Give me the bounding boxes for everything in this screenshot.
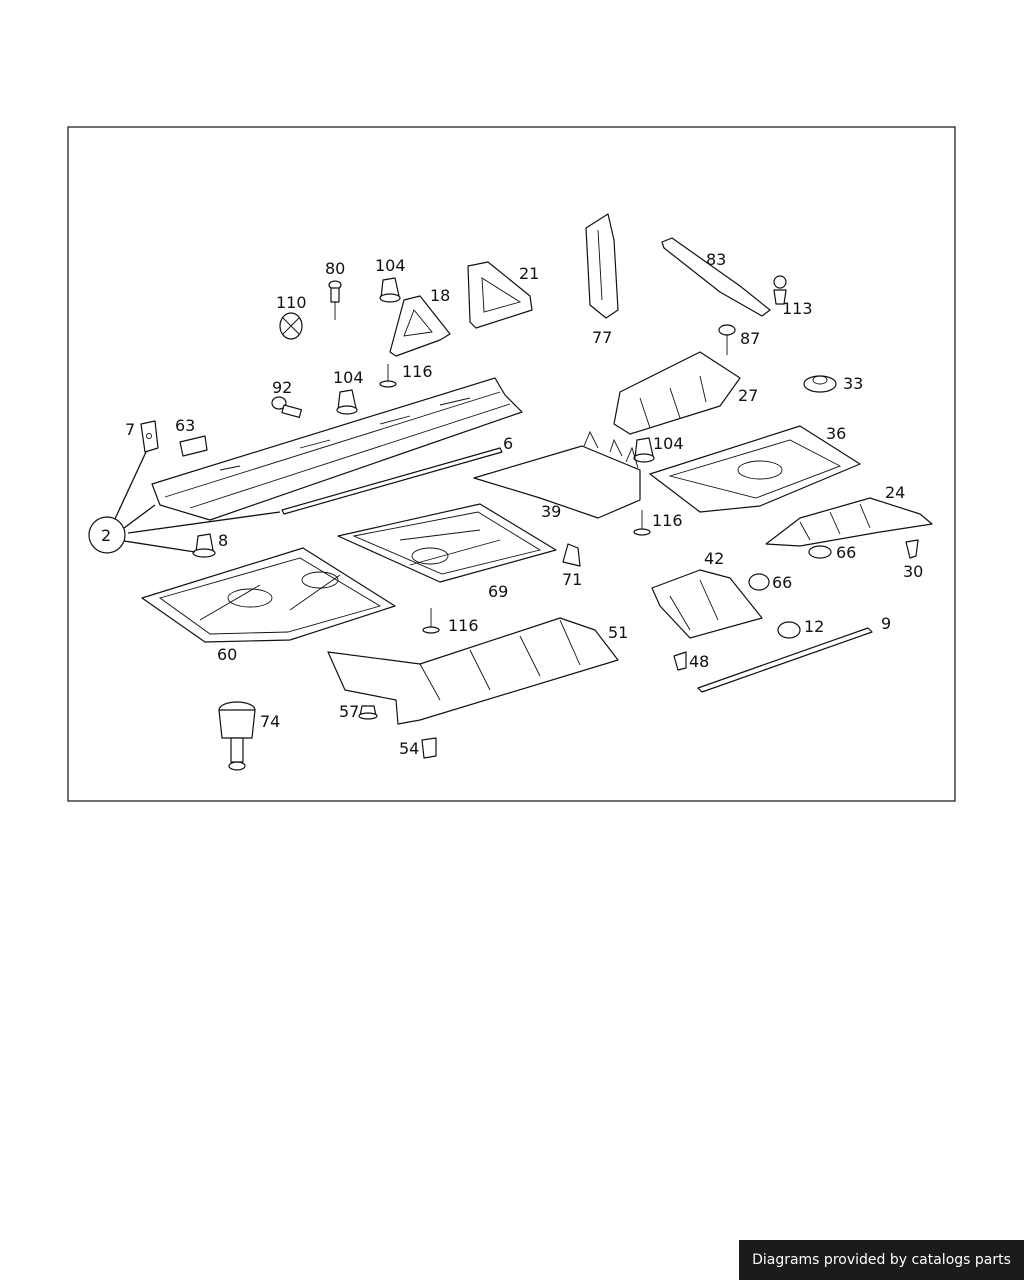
- part-77[interactable]: [585, 213, 619, 319]
- part-42[interactable]: [651, 569, 763, 639]
- part-116-a[interactable]: [379, 364, 397, 388]
- label-48[interactable]: 48: [689, 652, 709, 671]
- label-74[interactable]: 74: [260, 712, 280, 731]
- label-39[interactable]: 39: [541, 502, 561, 521]
- label-18[interactable]: 18: [430, 286, 450, 305]
- part-6[interactable]: [281, 447, 503, 515]
- label-66a[interactable]: 66: [836, 543, 856, 562]
- label-24[interactable]: 24: [885, 483, 905, 502]
- part-92[interactable]: [271, 396, 302, 418]
- label-54[interactable]: 54: [399, 739, 419, 758]
- part-83[interactable]: [661, 237, 771, 317]
- part-110[interactable]: [279, 312, 303, 340]
- label-42[interactable]: 42: [704, 549, 724, 568]
- part-87[interactable]: [718, 324, 736, 355]
- label-116a[interactable]: 116: [402, 362, 433, 381]
- part-104-b[interactable]: [336, 389, 358, 415]
- part-69[interactable]: [337, 503, 557, 583]
- part-12[interactable]: [777, 621, 801, 639]
- part-80[interactable]: [328, 280, 342, 320]
- callout-2-circle[interactable]: [88, 516, 126, 554]
- part-116-b[interactable]: [633, 510, 651, 536]
- label-80[interactable]: 80: [325, 259, 345, 278]
- part-30[interactable]: [905, 539, 919, 559]
- label-30[interactable]: 30: [903, 562, 923, 581]
- label-33[interactable]: 33: [843, 374, 863, 393]
- label-51[interactable]: 51: [608, 623, 628, 642]
- label-60[interactable]: 60: [217, 645, 237, 664]
- part-116-c[interactable]: [422, 608, 440, 634]
- credit-banner: Diagrams provided by catalogs parts: [739, 1240, 1024, 1280]
- label-92[interactable]: 92: [272, 378, 292, 397]
- label-63[interactable]: 63: [175, 416, 195, 435]
- label-7[interactable]: 7: [125, 420, 135, 439]
- callout-2-leaders: [113, 451, 281, 553]
- part-57[interactable]: [358, 705, 378, 720]
- part-24[interactable]: [765, 497, 933, 547]
- label-9[interactable]: 9: [881, 614, 891, 633]
- part-113[interactable]: [773, 275, 787, 305]
- part-48[interactable]: [673, 651, 687, 671]
- label-8[interactable]: 8: [218, 531, 228, 550]
- label-104c[interactable]: 104: [653, 434, 684, 453]
- label-21[interactable]: 21: [519, 264, 539, 283]
- label-104b[interactable]: 104: [333, 368, 364, 387]
- label-104a[interactable]: 104: [375, 256, 406, 275]
- part-71[interactable]: [562, 543, 581, 567]
- part-21[interactable]: [467, 261, 533, 329]
- part-74[interactable]: [218, 701, 256, 771]
- part-63[interactable]: [179, 435, 208, 457]
- label-69[interactable]: 69: [488, 582, 508, 601]
- part-27[interactable]: [613, 351, 741, 435]
- part-60[interactable]: [141, 547, 396, 643]
- label-116b[interactable]: 116: [652, 511, 683, 530]
- label-110[interactable]: 110: [276, 293, 307, 312]
- part-36[interactable]: [649, 425, 861, 513]
- label-12[interactable]: 12: [804, 617, 824, 636]
- part-18[interactable]: [389, 295, 451, 357]
- part-9[interactable]: [697, 627, 873, 693]
- label-87[interactable]: 87: [740, 329, 760, 348]
- part-66-b[interactable]: [748, 573, 770, 591]
- part-8[interactable]: [192, 533, 216, 558]
- diagram-border: [67, 126, 956, 802]
- label-113[interactable]: 113: [782, 299, 813, 318]
- part-51[interactable]: [327, 617, 619, 725]
- label-71[interactable]: 71: [562, 570, 582, 589]
- part-33[interactable]: [803, 375, 837, 393]
- part-sill-panel[interactable]: [151, 377, 523, 521]
- part-66-a[interactable]: [808, 545, 832, 559]
- label-83[interactable]: 83: [706, 250, 726, 269]
- label-57[interactable]: 57: [339, 702, 359, 721]
- label-116c[interactable]: 116: [448, 616, 479, 635]
- part-54[interactable]: [421, 737, 437, 759]
- label-6[interactable]: 6: [503, 434, 513, 453]
- label-66b[interactable]: 66: [772, 573, 792, 592]
- label-77[interactable]: 77: [592, 328, 612, 347]
- label-36[interactable]: 36: [826, 424, 846, 443]
- part-39[interactable]: [473, 430, 641, 519]
- part-104-a[interactable]: [379, 277, 401, 303]
- label-27[interactable]: 27: [738, 386, 758, 405]
- label-2[interactable]: 2: [101, 526, 111, 545]
- part-104-c[interactable]: [633, 437, 655, 463]
- part-7[interactable]: [140, 420, 159, 453]
